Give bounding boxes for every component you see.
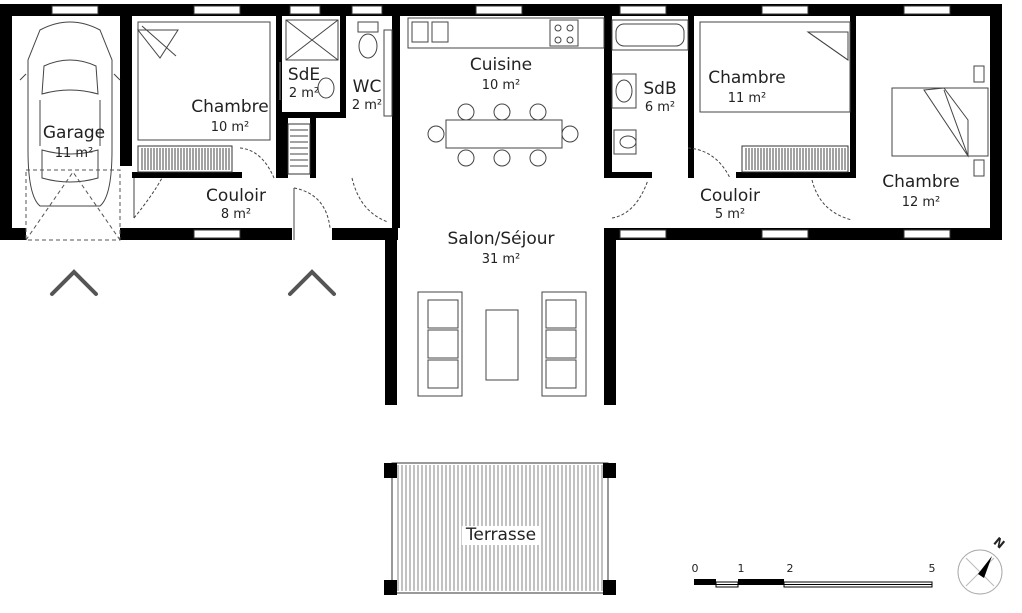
room-area-garage: 11 m²: [54, 146, 94, 161]
scale-tick-2: 2: [786, 562, 794, 575]
car-icon: [19, 21, 121, 207]
room-name-salon: Salon/Séjour: [447, 229, 555, 249]
room-name-couloir-2: Couloir: [700, 186, 760, 206]
kitchen-counter: [407, 17, 605, 49]
bathtub-sdb: [611, 19, 689, 155]
room-name-couloir-1: Couloir: [206, 186, 266, 206]
bed-chambre-1: [136, 21, 271, 141]
windows: [51, 5, 951, 239]
room-area-wc: 2 m²: [351, 98, 383, 113]
shelf-sde: [287, 123, 311, 175]
scale-tick-5: 5: [928, 562, 936, 575]
scale-tick-1: 1: [737, 562, 745, 575]
room-name-cuisine: Cuisine: [469, 55, 533, 75]
room-area-sdb: 6 m²: [644, 100, 676, 115]
room-name-chambre-1: Chambre: [191, 97, 269, 117]
room-area-couloir-2: 5 m²: [714, 207, 746, 222]
compass-icon: [957, 549, 1003, 595]
scale-bar: [694, 579, 933, 588]
bed-chambre-3: [891, 65, 989, 177]
room-area-chambre-2: 11 m²: [727, 91, 767, 106]
toilet-wc: [357, 21, 393, 117]
room-area-couloir-1: 8 m²: [220, 207, 252, 222]
room-name-sde: SdE: [287, 65, 321, 85]
sofa-left: [417, 291, 463, 397]
wardrobe-chambre-1: [137, 145, 233, 173]
room-area-chambre-1: 10 m²: [210, 120, 250, 135]
room-area-sde: 2 m²: [288, 86, 320, 101]
entrance-arrow-icon: [288, 269, 336, 296]
doors: [133, 147, 853, 240]
coffee-table: [485, 309, 519, 381]
room-name-chambre-3: Chambre: [882, 172, 960, 192]
shower-sde: [279, 19, 339, 100]
room-name-chambre-2: Chambre: [708, 68, 786, 88]
room-name-sdb: SdB: [643, 79, 677, 99]
room-area-salon: 31 m²: [481, 252, 521, 267]
room-area-cuisine: 10 m²: [481, 78, 521, 93]
wardrobe-chambre-2: [741, 145, 849, 173]
room-name-wc: WC: [352, 77, 382, 97]
room-area-chambre-3: 12 m²: [901, 195, 941, 210]
bed-chambre-2: [699, 21, 851, 113]
scale-tick-0: 0: [691, 562, 699, 575]
room-name-terrasse: Terrasse: [461, 526, 541, 545]
garage-entrance-arrow-icon: [50, 269, 98, 296]
room-name-garage: Garage: [42, 123, 106, 143]
sofa-right: [541, 291, 587, 397]
garage-door: [25, 169, 121, 241]
dining-table: [427, 103, 579, 167]
